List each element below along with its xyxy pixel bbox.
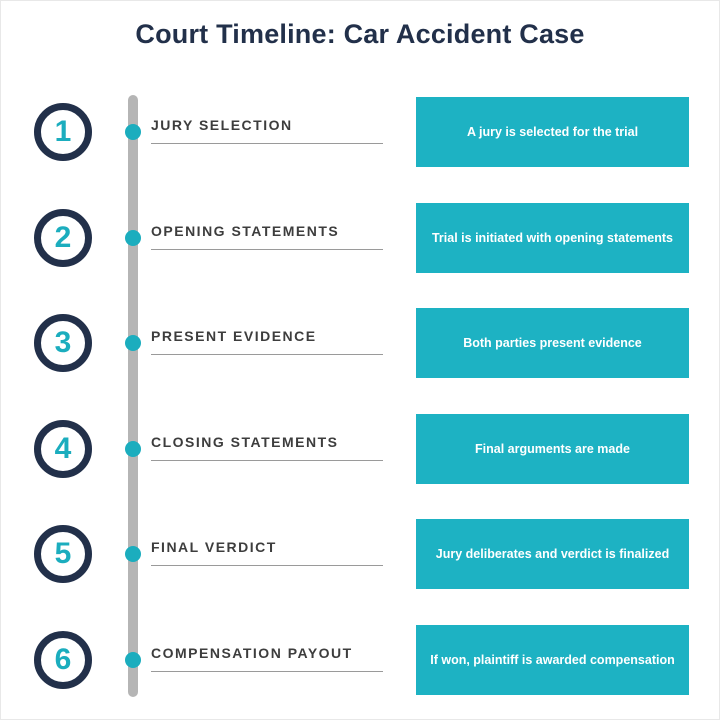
timeline-dot xyxy=(125,546,141,562)
step-number-circle: 6 xyxy=(34,631,92,689)
step-description: Both parties present evidence xyxy=(416,308,689,378)
timeline-dot xyxy=(125,441,141,457)
timeline-step-4: 4 CLOSING STATEMENTS Final arguments are… xyxy=(1,414,720,484)
timeline-line xyxy=(128,95,138,697)
step-number-circle: 1 xyxy=(34,103,92,161)
timeline-step-1: 1 JURY SELECTION A jury is selected for … xyxy=(1,97,720,167)
timeline-step-6: 6 COMPENSATION PAYOUT If won, plaintiff … xyxy=(1,625,720,695)
step-label: FINAL VERDICT xyxy=(151,539,383,566)
step-description: If won, plaintiff is awarded compensatio… xyxy=(416,625,689,695)
step-label: JURY SELECTION xyxy=(151,117,383,144)
step-number: 3 xyxy=(54,326,72,359)
timeline-dot xyxy=(125,124,141,140)
step-number-circle: 4 xyxy=(34,420,92,478)
page-title: Court Timeline: Car Accident Case xyxy=(135,19,585,49)
step-number: 2 xyxy=(54,221,72,254)
step-description: Final arguments are made xyxy=(416,414,689,484)
step-number: 4 xyxy=(54,432,72,465)
step-number: 5 xyxy=(54,537,72,570)
timeline-dot xyxy=(125,230,141,246)
step-description: Trial is initiated with opening statemen… xyxy=(416,203,689,273)
step-description: A jury is selected for the trial xyxy=(416,97,689,167)
timeline-step-5: 5 FINAL VERDICT Jury deliberates and ver… xyxy=(1,519,720,589)
step-number-circle: 3 xyxy=(34,314,92,372)
step-number-circle: 2 xyxy=(34,209,92,267)
step-number-circle: 5 xyxy=(34,525,92,583)
timeline-dot xyxy=(125,335,141,351)
step-number: 6 xyxy=(54,643,72,676)
timeline-step-3: 3 PRESENT EVIDENCE Both parties present … xyxy=(1,308,720,378)
step-label: CLOSING STATEMENTS xyxy=(151,434,383,461)
timeline-dot xyxy=(125,652,141,668)
step-number: 1 xyxy=(54,115,72,148)
step-description: Jury deliberates and verdict is finalize… xyxy=(416,519,689,589)
step-label: PRESENT EVIDENCE xyxy=(151,328,383,355)
timeline-step-2: 2 OPENING STATEMENTS Trial is initiated … xyxy=(1,203,720,273)
step-label: OPENING STATEMENTS xyxy=(151,223,383,250)
step-label: COMPENSATION PAYOUT xyxy=(151,645,383,672)
